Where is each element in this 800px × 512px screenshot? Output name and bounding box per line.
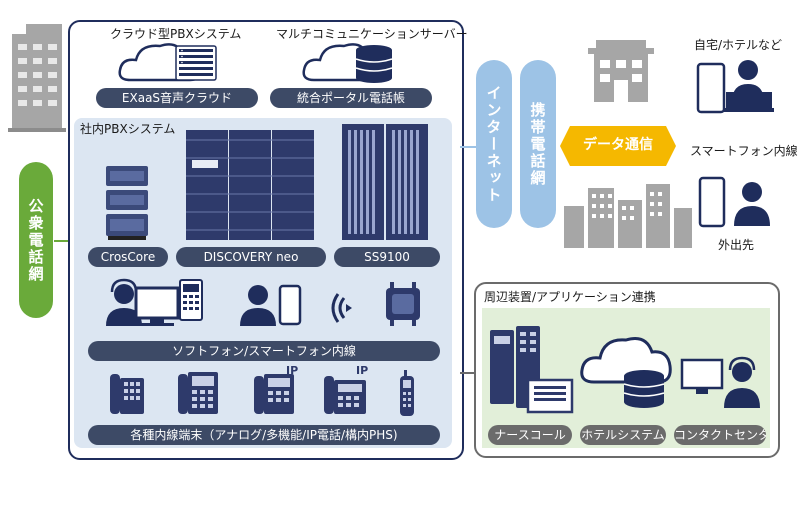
ip-phone-2-badge: IP [356, 364, 369, 377]
multicomm-server-icon [302, 43, 393, 83]
mobile-network-label: 携帯電話網 [528, 101, 547, 187]
smartphone-user-icon [240, 284, 302, 326]
ip-phone-2-icon [324, 376, 366, 414]
internet-box: インターネット [476, 60, 512, 228]
city-buildings-icon [564, 184, 692, 248]
portal-directory-label: 統合ポータル電話帳 [270, 88, 432, 108]
discovery-neo-rack-icon [186, 130, 314, 240]
croscore-label: CrosCore [88, 247, 168, 267]
data-arrow-shape [560, 126, 676, 166]
ss9100-label: SS9100 [334, 247, 440, 267]
ip-phone-badge: IP [286, 364, 299, 377]
ss9100-rack-icon [342, 124, 428, 240]
hotel-system-cloud-icon [580, 337, 672, 408]
public-network-box: 公衆電話網 [19, 162, 53, 318]
data-communication-label: データ通信 [583, 137, 653, 153]
peripheral-frame [474, 282, 780, 458]
nurse-call-label: ナースコール [488, 425, 572, 445]
exaas-cloud-label: EXaaS音声クラウド [96, 88, 258, 108]
pbx-cloud-icon [118, 43, 217, 82]
peripheral-link-line [460, 372, 476, 374]
hotel-system-label: ホテルシステム [580, 425, 666, 445]
analog-phone-icon [110, 374, 144, 414]
nurse-call-system-icon [490, 326, 574, 414]
contact-center-label: コンタクトセンター [674, 425, 766, 445]
smartphone-ext-label: スマートフォン内線 [690, 144, 798, 158]
pbx-cloud-title: クラウド型PBXシステム [110, 27, 242, 41]
mobile-network-box: 携帯電話網 [520, 60, 556, 228]
peripheral-title: 周辺装置/アプリケーション連携 [484, 290, 656, 304]
discovery-neo-label: DISCOVERY neo [176, 247, 326, 267]
home-worker-icon [696, 60, 774, 114]
softphone-label: ソフトフォン/スマートフォン内線 [88, 341, 440, 361]
public-network-label: 公衆電話網 [26, 197, 45, 283]
ip-phone-icon [254, 374, 294, 414]
main-system-frame [68, 20, 464, 460]
contact-center-agent-icon [680, 356, 760, 408]
phs-handset-icon [400, 370, 414, 416]
hotel-building-icon [588, 40, 654, 102]
softphone-operator-icon [106, 278, 203, 326]
internet-link-line [460, 146, 476, 148]
wireless-signal-icon [331, 293, 352, 323]
outside-label: 外出先 [718, 238, 755, 252]
terminals-label: 各種内線端末（アナログ/多機能/IP電話/構内PHS) [88, 425, 440, 445]
internet-label: インターネット [484, 84, 503, 204]
multicomm-title: マルチコミュニケーションサーバー [276, 27, 468, 41]
public-network-link-line [54, 240, 70, 242]
inhouse-pbx-title: 社内PBXシステム [80, 122, 176, 136]
office-building-icon [8, 24, 66, 132]
access-point-icon [386, 282, 420, 326]
mobile-worker-icon [698, 176, 770, 228]
home-hotel-label: 自宅/ホテルなど [694, 38, 783, 52]
croscore-device-icon [106, 166, 148, 240]
multifunction-phone-icon [178, 372, 218, 414]
